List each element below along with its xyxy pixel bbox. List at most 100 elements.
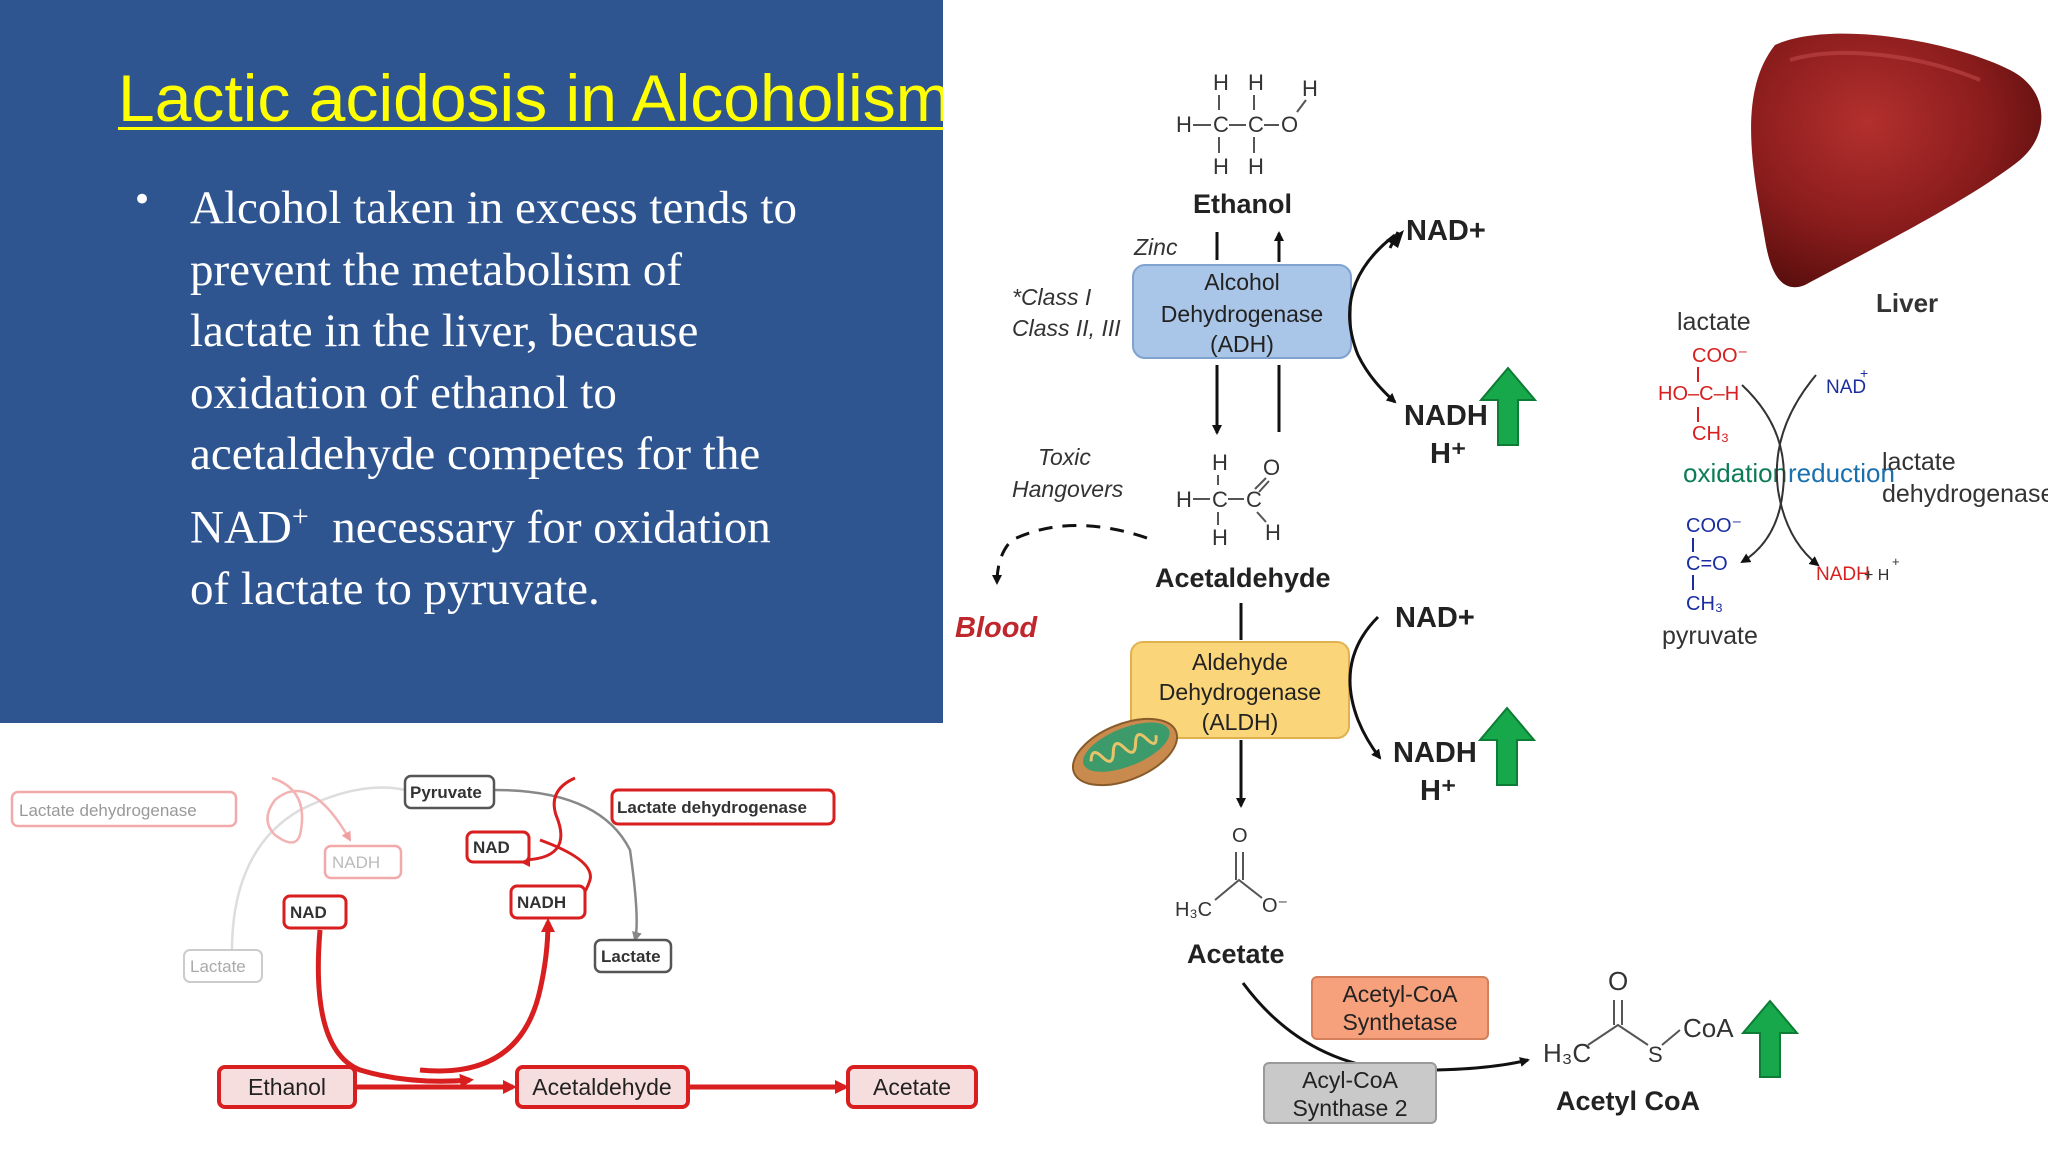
bullet-line: prevent the metabolism of	[190, 243, 683, 296]
ch3-label: CH₃	[1686, 593, 1723, 615]
plus-superscript: +	[1892, 554, 1900, 569]
acetaldehyde-structure: H O H C C H H	[1176, 450, 1281, 550]
atom-label: H	[1265, 520, 1281, 545]
ch3-label: CH₃	[1692, 423, 1729, 445]
synthetase-label: Acetyl-CoA	[1342, 981, 1458, 1007]
reduction-label: reduction	[1788, 458, 1895, 488]
bullet-line: Alcohol taken in excess tends to	[190, 182, 797, 234]
acetyl-coa-structure: O H₃C H CoA S	[1543, 966, 1734, 1068]
up-arrow-icon	[1478, 366, 1538, 446]
nad-left-box: NAD	[282, 894, 348, 930]
synthase-label: Synthase 2	[1292, 1095, 1407, 1121]
acetate-box: Acetate	[846, 1065, 978, 1109]
atom-label: C	[1212, 487, 1228, 512]
ldh-right-box: Lactate dehydrogenase	[610, 788, 836, 826]
up-arrow-icon	[1740, 999, 1800, 1078]
lactate-label: lactate	[1677, 308, 1751, 336]
bullet-line: of lactate to pyruvate.	[190, 562, 600, 615]
oxidation-label: oxidation	[1683, 458, 1787, 488]
h-plus-label: H⁺	[1430, 438, 1466, 470]
enzyme-label: lactate	[1882, 448, 1956, 476]
acetyl-coa-label: Acetyl CoA	[1556, 1086, 1700, 1116]
aldh-label: (ALDH)	[1202, 709, 1279, 735]
coo-label: COO⁻	[1686, 515, 1742, 537]
atom-label: H	[1302, 76, 1318, 101]
atom-label: H	[1176, 112, 1192, 137]
acyl-coa-synthase-box	[1263, 1062, 1437, 1124]
lactate-redox-inset: lactate COO⁻ HO–C–H CH₃ oxidation reduct…	[1658, 308, 2048, 650]
class-label: Class II, III	[1012, 315, 1121, 341]
acetate-structure: O H₃C O⁻	[1175, 825, 1288, 921]
atom-label: H	[1176, 487, 1192, 512]
adh-label: Dehydrogenase	[1161, 301, 1323, 327]
class-label: *Class I	[1012, 284, 1092, 310]
lactate-left-box: Lactate	[183, 949, 263, 983]
ethanol-pathway-diagram: H H H H C C O H H Ethanol Zinc *Class I …	[955, 33, 2048, 1124]
acetyl-coa-synthetase-box	[1311, 976, 1489, 1040]
atom-label: S	[1648, 1042, 1663, 1067]
hoch-label: HO–C–H	[1658, 383, 1739, 405]
nad-plus-label: NAD+	[1395, 602, 1475, 634]
atom-label: H	[1248, 70, 1264, 95]
up-arrow-icon	[1477, 706, 1537, 786]
acetaldehyde-label: Acetaldehyde	[1155, 563, 1331, 593]
bullet-line-rest: necessary for oxidation	[332, 501, 771, 554]
pyruvate-label: pyruvate	[1662, 622, 1758, 650]
nad-text: NAD	[190, 501, 292, 554]
hangovers-label: Hangovers	[1012, 476, 1124, 502]
atom-label: H	[1212, 450, 1228, 475]
acetate-label: Acetate	[1187, 939, 1285, 969]
bullet-line: lactate in the liver, because	[190, 305, 699, 357]
ldh-left-label: Lactate dehydrogenase	[19, 801, 197, 820]
ethanol-structure: H H H H C C O H H	[1176, 70, 1318, 179]
liver-label: Liver	[1876, 288, 1938, 318]
atom-label: O	[1263, 455, 1280, 480]
atom-label: H₃C	[1543, 1038, 1591, 1068]
adh-label: Alcohol	[1204, 269, 1279, 295]
nadh-label: NADH	[1816, 564, 1870, 585]
nadh-faded-box: NADH	[323, 844, 403, 880]
lactate-right-box: Lactate	[593, 938, 673, 974]
nad-plus-label: NAD+	[1406, 215, 1486, 247]
atom-label: O	[1232, 825, 1248, 847]
nad-left-label: NAD	[290, 903, 327, 922]
lactate-right-label: Lactate	[601, 947, 661, 966]
ldh-right-label: Lactate dehydrogenase	[617, 798, 807, 817]
atom-label: C	[1213, 112, 1229, 137]
nadh-right-box: NADH	[509, 884, 587, 920]
synthetase-label: Synthetase	[1342, 1009, 1457, 1035]
adh-label: (ADH)	[1210, 331, 1274, 357]
slide-panel: Lactic acidosis in Alcoholism • Alcohol …	[0, 0, 943, 723]
synthase-label: Acyl-CoA	[1302, 1067, 1399, 1093]
ldh-left-box: Lactate dehydrogenase	[10, 790, 238, 828]
bullet-marker: •	[132, 180, 153, 220]
acetaldehyde-box: Acetaldehyde	[515, 1065, 690, 1109]
atom-label: H	[1213, 70, 1229, 95]
atom-label: H	[1248, 154, 1264, 179]
pyruvate-box: Pyruvate	[403, 774, 496, 810]
mitochondrion-icon	[1071, 717, 1179, 787]
atom-label: H	[1213, 154, 1229, 179]
ethanol-lactate-cycle-diagram: Lactate dehydrogenase Pyruvate Lactate d…	[10, 774, 978, 1109]
plus-h-label: + H	[1864, 567, 1889, 584]
zinc-label: Zinc	[1133, 234, 1178, 260]
ethanol-label: Ethanol	[248, 1074, 326, 1100]
coo-label: COO⁻	[1692, 345, 1748, 367]
blood-label: Blood	[955, 612, 1038, 644]
nad-label: NAD	[1826, 377, 1866, 398]
nadh-right-label: NADH	[517, 893, 566, 912]
bullet-line-nad: NAD+ necessary for oxidation	[190, 486, 930, 559]
h-plus-label: H⁺	[1420, 775, 1456, 807]
atom-label: C	[1246, 487, 1262, 512]
nadh-faded-label: NADH	[332, 853, 380, 872]
ethanol-label: Ethanol	[1193, 189, 1292, 219]
co-label: C=O	[1686, 553, 1728, 575]
acetaldehyde-label: Acetaldehyde	[532, 1074, 671, 1100]
toxic-label: Toxic	[1038, 444, 1091, 470]
atom-label: O	[1281, 112, 1298, 137]
nadh-label: NADH	[1393, 737, 1477, 769]
ethanol-box: Ethanol	[217, 1065, 357, 1109]
atom-label: H₃C	[1175, 899, 1212, 921]
nad-right-box: NAD	[465, 830, 531, 864]
nad-superscript: +	[1860, 365, 1868, 381]
